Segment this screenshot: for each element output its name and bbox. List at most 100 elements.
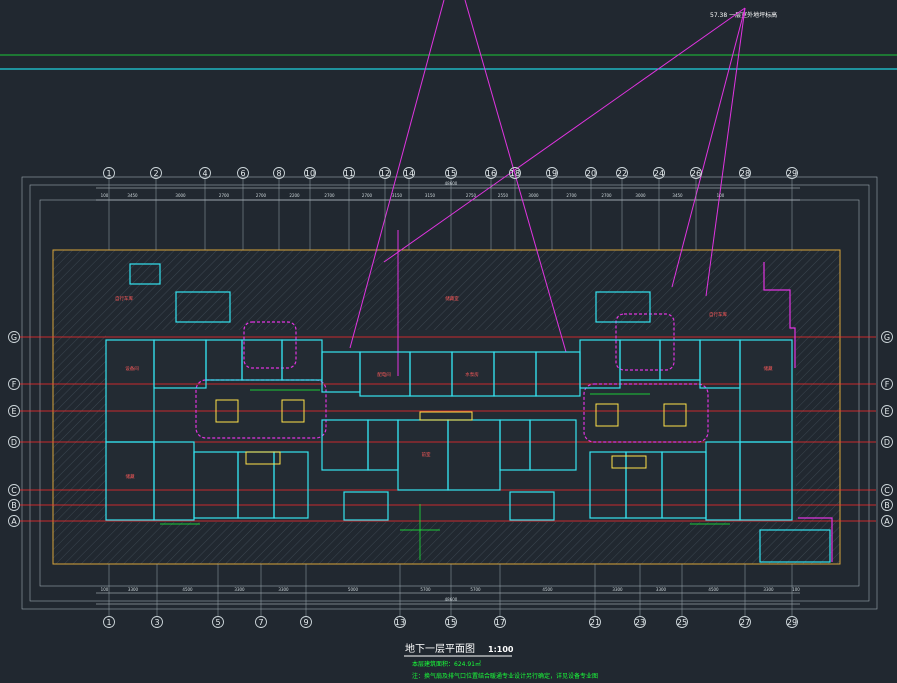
svg-text:F: F (885, 380, 890, 389)
svg-text:15: 15 (446, 618, 456, 627)
axis-bubble-bottom-15: 15 (445, 616, 457, 628)
axis-bubble-bottom-27: 27 (739, 616, 751, 628)
svg-text:15: 15 (446, 169, 456, 178)
dimension-text: 2700 (219, 193, 230, 198)
axis-bubble-left-B: B (8, 499, 20, 511)
axis-bubble-right-F: F (881, 378, 893, 390)
axis-bubble-right-D: D (881, 436, 893, 448)
room-label-d: 水泵房 (465, 371, 479, 378)
dimension-text: 5700 (470, 587, 481, 592)
stair-cores (215, 399, 687, 469)
svg-text:G: G (11, 333, 17, 342)
axis-bubble-top-2: 2 (150, 167, 162, 179)
svg-text:23: 23 (635, 618, 645, 627)
axis-bubble-bottom-21: 21 (589, 616, 601, 628)
svg-text:18: 18 (510, 169, 520, 178)
svg-text:14: 14 (404, 169, 414, 178)
svg-text:C: C (11, 486, 17, 495)
room-label-f: 前室 (422, 451, 431, 458)
svg-text:1: 1 (106, 169, 111, 178)
axis-bubble-left-A: A (8, 515, 20, 527)
dimension-text: 3450 (127, 193, 138, 198)
dimension-text: 3150 (392, 193, 403, 198)
svg-text:12: 12 (380, 169, 390, 178)
axis-bubble-top-11: 11 (343, 167, 355, 179)
axis-bubble-top-26: 26 (690, 167, 702, 179)
axis-bubble-left-C: C (8, 484, 20, 496)
svg-text:7: 7 (258, 618, 263, 627)
room-label-e: 储藏 (126, 473, 135, 480)
bottom-dimension-lines (96, 592, 800, 605)
svg-text:20: 20 (586, 169, 596, 178)
svg-text:G: G (884, 333, 890, 342)
interior-zone (106, 330, 796, 522)
axis-bubble-top-29: 29 (786, 167, 798, 179)
dimension-text: 2750 (466, 193, 477, 198)
dimension-text: 4500 (182, 587, 193, 592)
svg-text:26: 26 (691, 169, 701, 178)
axis-bubble-top-6: 6 (237, 167, 249, 179)
svg-text:16: 16 (486, 169, 496, 178)
svg-text:F: F (12, 380, 17, 389)
svg-text:2: 2 (153, 169, 158, 178)
axis-bubble-top-12: 12 (379, 167, 391, 179)
axis-bubble-top-10: 10 (304, 167, 316, 179)
svg-text:13: 13 (395, 618, 405, 627)
axis-bubble-bottom-5: 5 (212, 616, 224, 628)
dimension-text: 3300 (234, 587, 245, 592)
drawing-scale: 1:100 (488, 645, 514, 654)
axis-bubble-bottom-9: 9 (300, 616, 312, 628)
svg-text:25: 25 (677, 618, 687, 627)
axis-bubble-bottom-1: 1 (103, 616, 115, 628)
dimension-text: 2700 (256, 193, 267, 198)
dimension-text: 3150 (425, 193, 436, 198)
svg-text:C: C (884, 486, 890, 495)
room-label-c: 配电间 (377, 371, 391, 378)
axis-bubble-bottom-7: 7 (255, 616, 267, 628)
axis-bubble-bottom-13: 13 (394, 616, 406, 628)
overall-dimension-bottom: 48600 (445, 597, 458, 602)
axis-bubble-top-8: 8 (273, 167, 285, 179)
dimension-text: 3000 (175, 193, 186, 198)
svg-text:6: 6 (240, 169, 245, 178)
axis-bubble-right-E: E (881, 405, 893, 417)
svg-text:B: B (884, 501, 890, 510)
axis-bubble-right-G: G (881, 331, 893, 343)
axis-bubble-right-B: B (881, 499, 893, 511)
svg-text:28: 28 (740, 169, 750, 178)
dimension-text: 3450 (672, 193, 683, 198)
axis-bubble-top-16: 16 (485, 167, 497, 179)
dimension-text: 3300 (128, 587, 139, 592)
dimension-text: 3000 (528, 193, 539, 198)
dimension-text: 2700 (324, 193, 335, 198)
dimension-text: 5000 (348, 587, 359, 592)
svg-text:1: 1 (106, 618, 111, 627)
svg-text:27: 27 (740, 618, 750, 627)
axis-bubble-left-G: G (8, 331, 20, 343)
svg-text:A: A (11, 517, 17, 526)
svg-text:17: 17 (495, 618, 505, 627)
axis-bubble-top-18: 18 (509, 167, 521, 179)
dimension-text: 2700 (601, 193, 612, 198)
area-note: 本层建筑面积：624.91㎡ (412, 660, 481, 668)
axis-bubble-top-4: 4 (199, 167, 211, 179)
dimension-text: 2700 (362, 193, 373, 198)
axis-bubble-top-15: 15 (445, 167, 457, 179)
axis-bubble-left-F: F (8, 378, 20, 390)
svg-text:4: 4 (202, 169, 207, 178)
dimension-text: 5700 (420, 587, 431, 592)
annotation-lines (160, 389, 730, 560)
svg-text:21: 21 (590, 618, 600, 627)
remark-note: 注：换气扇及排气口位置结合暖通专业设计另行确定，详见设备专业图 (412, 672, 598, 680)
room-label-center: 储藏室 (445, 295, 459, 302)
svg-text:D: D (884, 438, 890, 447)
svg-text:9: 9 (303, 618, 308, 627)
svg-text:29: 29 (787, 169, 797, 178)
svg-text:19: 19 (547, 169, 557, 178)
